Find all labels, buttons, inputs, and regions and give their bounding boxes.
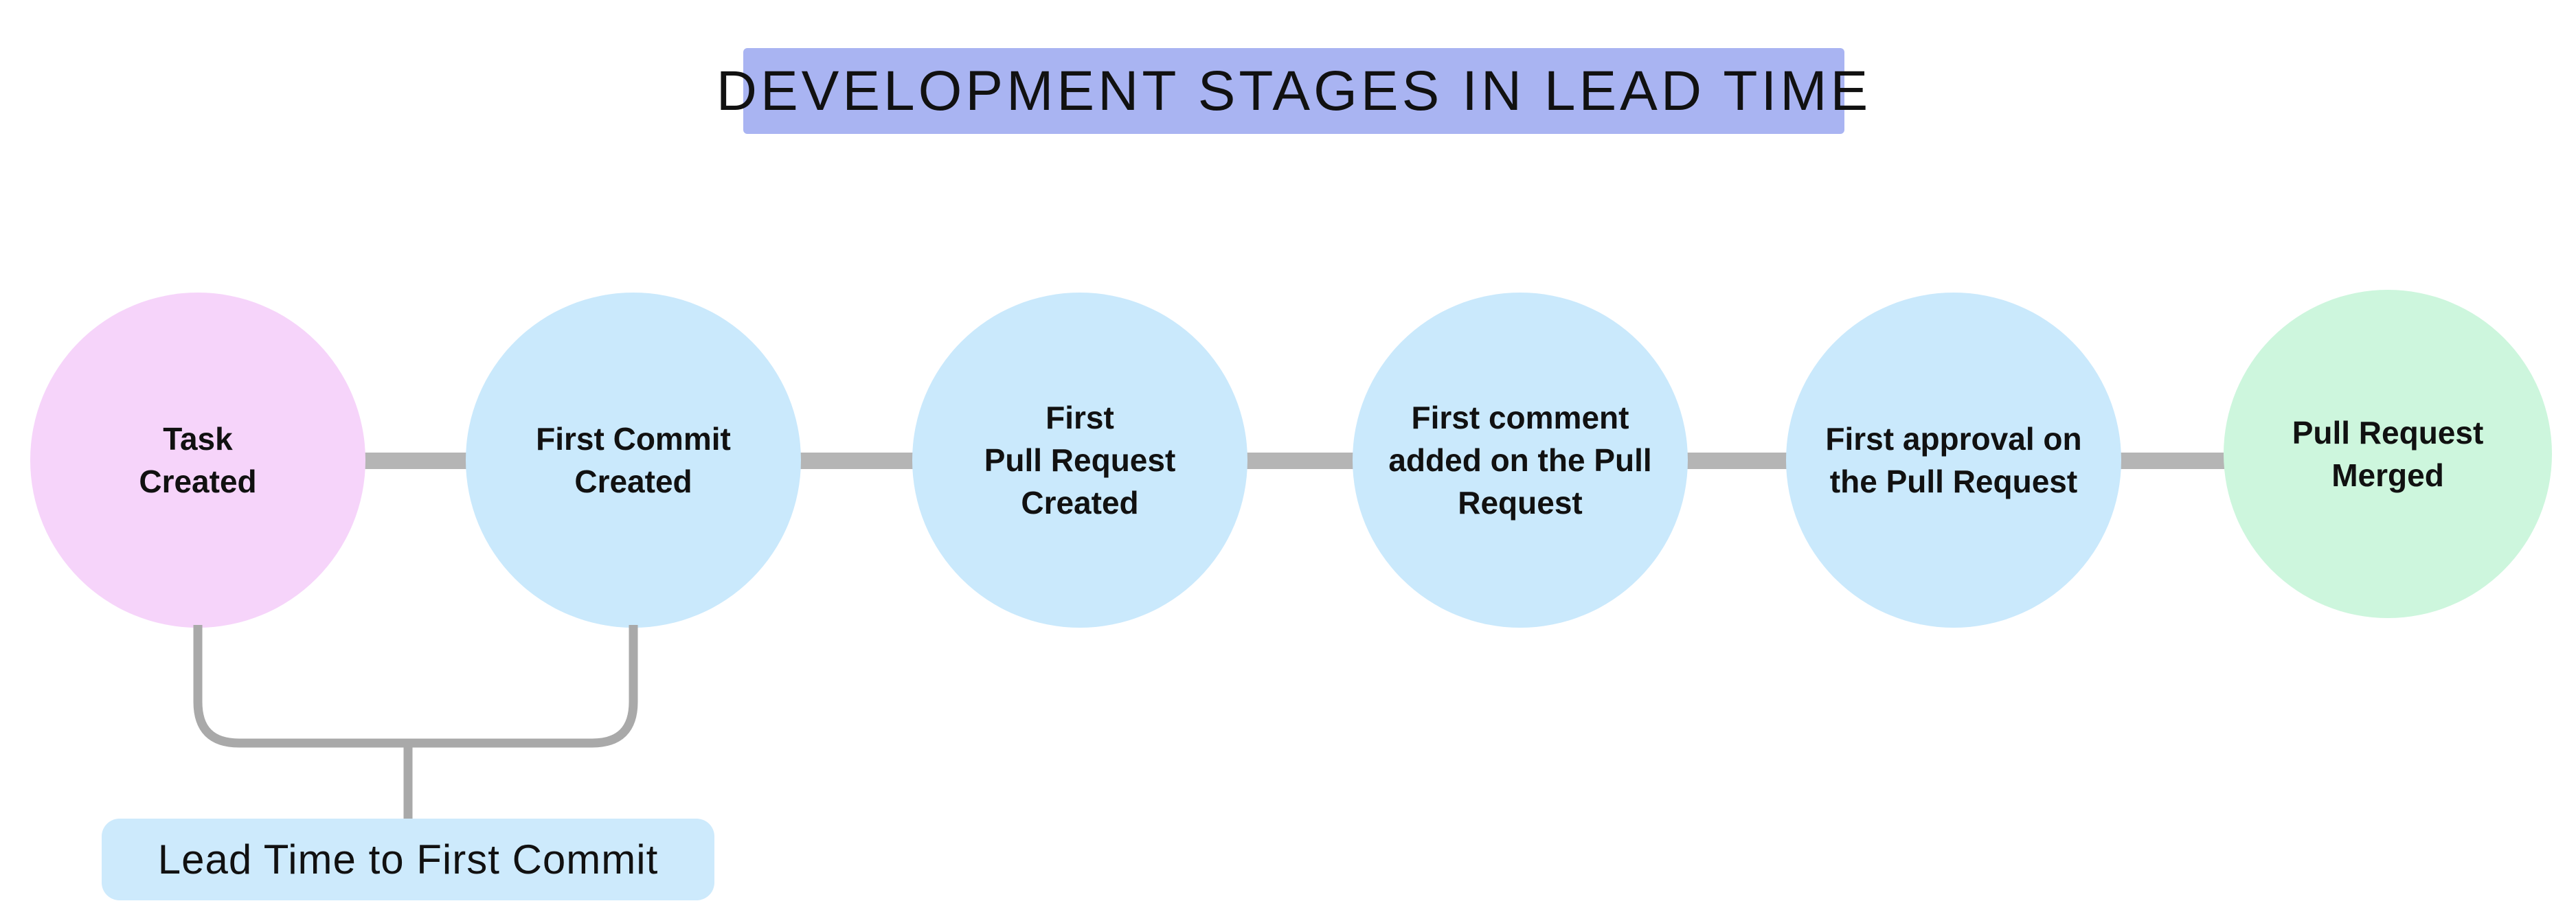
stage-circle-first-approval: First approval on the Pull Request	[1786, 293, 2121, 628]
stage-label-line: Pull Request	[2292, 415, 2484, 451]
bracket-connector	[193, 625, 638, 748]
diagram-title: DEVELOPMENT STAGES IN LEAD TIME	[716, 59, 1872, 122]
stage-label-line: First approval on	[1825, 421, 2082, 457]
lead-time-annotation-box: Lead Time to First Commit	[102, 819, 714, 900]
stage-label-line: First	[1046, 400, 1114, 435]
stage-circle-first-pull-request-created: First Pull Request Created	[912, 293, 1247, 628]
stage-label-line: Merged	[2331, 457, 2444, 493]
stage-circle-first-comment-added: First comment added on the Pull Request	[1353, 293, 1688, 628]
stage-label-line: First comment	[1411, 400, 1629, 435]
stage-label-line: added on the Pull	[1388, 442, 1652, 478]
stage-label-line: the Pull Request	[1829, 464, 2078, 499]
stage-label-line: Created	[1021, 485, 1139, 521]
stage-circle-first-commit-created: First Commit Created	[466, 293, 801, 628]
stage-label-line: Pull Request	[984, 442, 1176, 478]
stage-label-line: Task	[163, 421, 233, 457]
stage-label-line: Request	[1458, 485, 1583, 521]
stage-circle-task-created: Task Created	[30, 293, 365, 628]
lead-time-annotation-label: Lead Time to First Commit	[157, 836, 659, 882]
diagram-title-box: DEVELOPMENT STAGES IN LEAD TIME	[716, 48, 1868, 134]
stage-label-line: First Commit	[536, 421, 731, 457]
stage-label-line: Created	[574, 464, 692, 499]
stage-label-line: Created	[139, 464, 257, 499]
stage-circle-pull-request-merged: Pull Request Merged	[2224, 290, 2552, 618]
